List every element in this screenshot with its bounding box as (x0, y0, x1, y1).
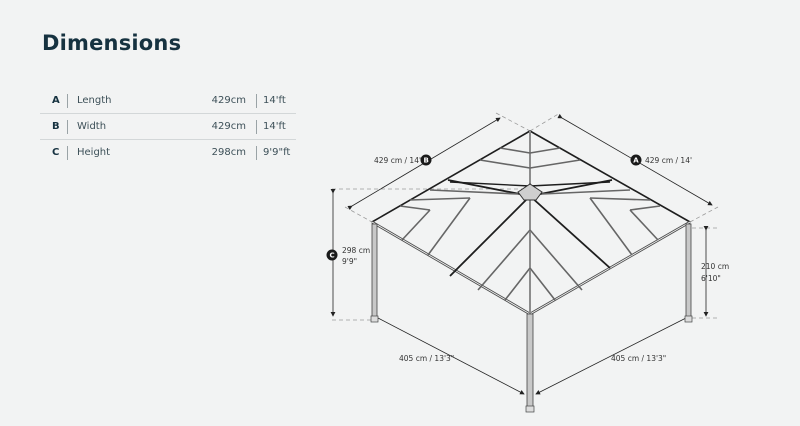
dimensions-table: A Length 429cm 14'ft B Width 429cm 14'ft… (40, 88, 296, 165)
divider (256, 94, 257, 108)
row-cm-value: 429cm (211, 95, 246, 106)
badge-c (326, 249, 338, 261)
row-key: C (52, 147, 60, 158)
divider (256, 146, 257, 160)
badge-a-text: A (633, 157, 639, 165)
row-ft-value: 9'9"ft (263, 147, 291, 158)
length-label: 429 cm / 14' (645, 156, 692, 165)
width-label: 429 cm / 14' (374, 156, 421, 165)
row-ft-value: 14'ft (263, 121, 286, 132)
height-ft-label: 9'9" (342, 257, 357, 266)
base-left-label: 405 cm / 13'3" (399, 354, 454, 363)
row-label: Height (77, 147, 111, 158)
row-label: Width (77, 121, 107, 132)
table-row-height: C Height 298cm 9'9"ft (40, 140, 296, 165)
height-cm-label: 298 cm (342, 246, 370, 255)
row-label: Length (77, 95, 112, 106)
row-cm-value: 298cm (211, 147, 246, 158)
roof-hub (517, 183, 543, 201)
divider (67, 120, 68, 134)
divider (256, 120, 257, 134)
badge-c-text: C (330, 252, 335, 260)
guide-lines (332, 112, 719, 321)
page-title: Dimensions (42, 31, 182, 55)
divider (67, 94, 68, 108)
roof-rafters (399, 147, 661, 301)
side-height-ft-label: 6'10" (701, 274, 721, 283)
row-key: B (52, 121, 60, 132)
table-row-length: A Length 429cm 14'ft (40, 88, 296, 114)
row-ft-value: 14'ft (263, 95, 286, 106)
side-height-cm-label: 210 cm (701, 262, 729, 271)
base-right-label: 405 cm / 13'3" (611, 354, 666, 363)
badge-b (420, 154, 432, 166)
divider (67, 146, 68, 160)
table-row-width: B Width 429cm 14'ft (40, 114, 296, 140)
badge-b-text: B (424, 157, 429, 165)
badge-a (630, 154, 642, 166)
gazebo-posts (370, 223, 693, 413)
row-cm-value: 429cm (211, 121, 246, 132)
roof-outline (371, 130, 691, 223)
row-key: A (52, 95, 60, 106)
